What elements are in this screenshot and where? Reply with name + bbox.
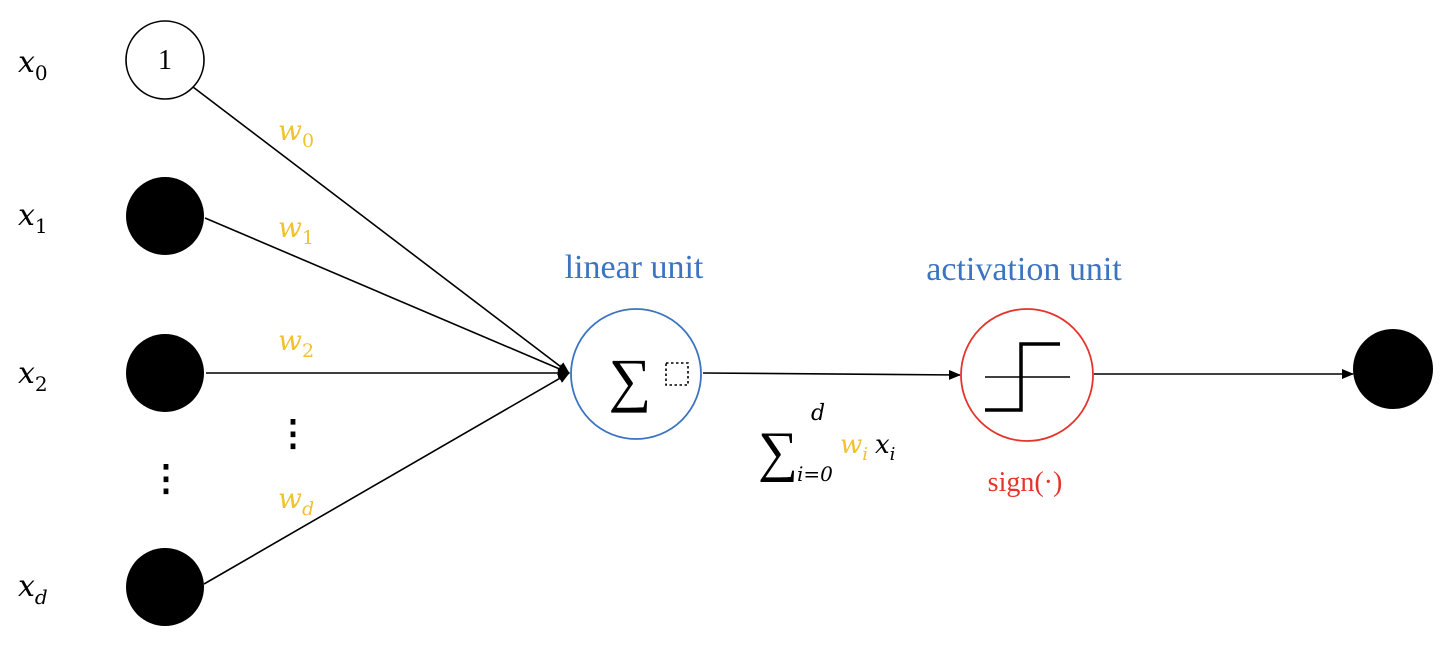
summation-icon: ∑: [609, 347, 652, 413]
input-node-x2: [126, 334, 204, 412]
input-label-x0: x0: [18, 45, 48, 85]
input-node-x0: [125, 20, 205, 100]
formula-sigma: ∑: [758, 421, 798, 483]
weight-labels: w0 w1 w2 wd: [278, 114, 314, 520]
weight-label-w2: w2: [278, 324, 314, 362]
input-node-x1: [126, 177, 204, 255]
bias-node-value: 1: [158, 45, 172, 76]
input-connections: [192, 86, 570, 585]
weighted-sum-formula: ∑ d i=0 wi xi: [758, 401, 895, 486]
placeholder-box-icon: [665, 362, 689, 386]
connection-x0: [192, 86, 570, 374]
weight-label-w1: w1: [278, 211, 314, 249]
weight-ellipsis: ⋮: [275, 413, 311, 453]
input-node-xd: [126, 548, 204, 626]
connection-linear-to-activation: [702, 369, 961, 380]
connection-x1: [204, 217, 570, 374]
formula-upper-limit: d: [811, 401, 825, 426]
formula-input-term: xi: [875, 430, 895, 465]
input-label-xd: xd: [18, 569, 48, 609]
linear-unit-label: linear unit: [565, 249, 704, 286]
input-label-x2: x2: [18, 356, 48, 396]
input-nodes: 1: [125, 20, 205, 626]
input-ellipsis: ⋮: [148, 458, 184, 498]
weight-label-wd: wd: [278, 482, 314, 520]
activation-unit-label: activation unit: [926, 251, 1122, 288]
step-function-icon: [985, 342, 1070, 412]
formula-weight-term: wi: [840, 430, 868, 465]
linear-unit-node: [570, 308, 702, 440]
formula-lower-limit: i=0: [797, 462, 833, 486]
activation-function-label: sign(·): [988, 467, 1063, 498]
connection-xd: [203, 372, 570, 585]
output-node: [1353, 329, 1433, 409]
input-labels: x0 x1 x2 xd: [18, 45, 48, 609]
input-label-x1: x1: [18, 198, 48, 238]
weight-label-w0: w0: [278, 114, 314, 152]
activation-unit-node: [960, 308, 1094, 442]
